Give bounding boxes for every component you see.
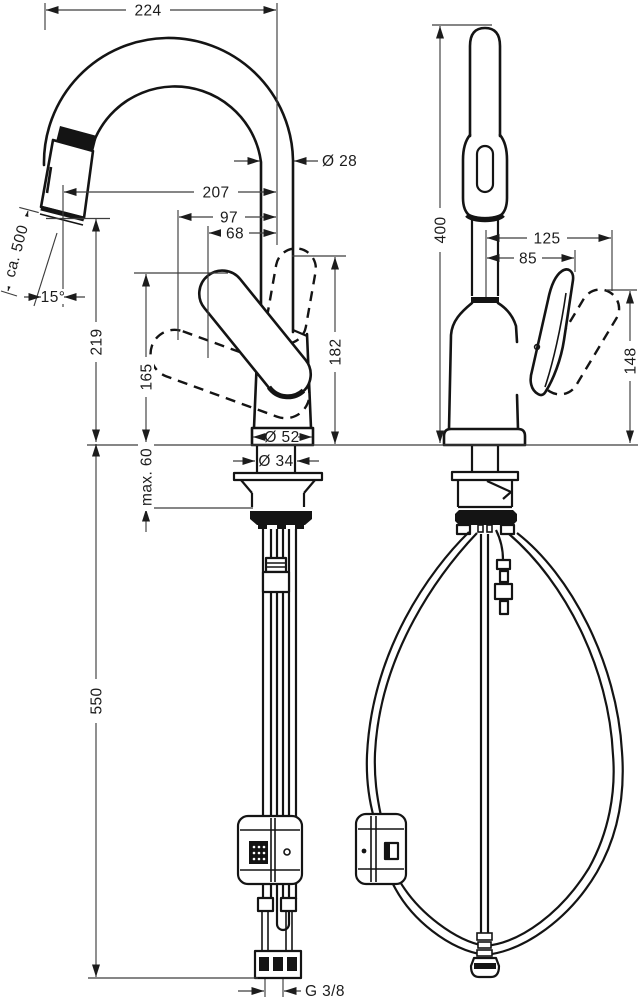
weight-pin-hole — [283, 848, 291, 856]
dim-spout-pipe-diameter: Ø 28 — [234, 153, 357, 170]
dim-supply-thread: G 3/8 — [238, 979, 345, 1000]
lever-edge-line — [544, 292, 567, 388]
dim-handle-reach-closed: 85 — [487, 250, 576, 272]
dim-label: Ø 52 — [264, 429, 299, 446]
dim-overall-width: 224 — [44, 2, 278, 245]
hose-weight-side — [354, 812, 408, 886]
dim-label: 207 — [202, 185, 229, 202]
dim-label: 400 — [432, 216, 449, 243]
body-shoulder — [292, 328, 308, 338]
spray-head-side-left — [461, 133, 472, 218]
side-view — [354, 26, 624, 979]
dim-label: 85 — [519, 251, 537, 268]
lever-pivot-dot — [533, 343, 541, 351]
dim-label: 550 — [88, 687, 105, 714]
dim-label: 182 — [327, 338, 344, 365]
hose-end-connector-side — [469, 932, 501, 979]
spray-mode-slot — [475, 144, 495, 194]
spray-handle-top — [468, 26, 502, 138]
mounting-clip — [486, 480, 513, 500]
dim-handle-height-above-deck: 148 — [606, 289, 639, 443]
hose-coupling-collar — [264, 556, 288, 574]
spray-head-bottom-band — [465, 213, 505, 223]
dim-overall-height: 400 — [432, 24, 492, 443]
spray-outlet-lip — [39, 213, 84, 226]
base-plinth-side — [442, 427, 527, 447]
dim-label: 97 — [220, 210, 238, 227]
dim-label: max. 60 — [138, 448, 155, 506]
hose-loop-inner-left — [373, 532, 478, 817]
dim-spout-reach: 207 — [62, 184, 276, 307]
dim-label: ca. 500 — [2, 223, 32, 279]
dim-handle-top-height: 182 — [292, 255, 346, 444]
hose-weight-front — [236, 814, 304, 886]
handle-lever-side — [529, 268, 575, 397]
dim-label: 165 — [138, 363, 155, 390]
hose-loop-outer-right — [391, 532, 624, 957]
body-side-left — [447, 301, 474, 431]
body-side-right-upper — [496, 301, 519, 344]
spray-head-detail-line — [45, 166, 53, 194]
hose-loop-inner-right — [398, 533, 615, 948]
dim-label: Ø 28 — [322, 153, 357, 170]
handle-end-cap — [266, 385, 306, 400]
dim-outlet-height: 219 — [46, 217, 110, 442]
hose-fitting-left — [256, 896, 275, 913]
dim-pullout-hose-extension: ca. 500 — [0, 206, 39, 297]
dim-label: 224 — [134, 3, 161, 20]
dim-spray-angle: 15° — [24, 232, 85, 307]
hose-loop-outer-left — [365, 531, 470, 819]
dim-label: 148 — [622, 347, 639, 374]
handle-dashed-raised — [264, 247, 318, 345]
dim-label: 15° — [41, 289, 66, 306]
mounting-nut — [250, 511, 312, 525]
connection-pipes — [261, 911, 293, 953]
weight-pin — [361, 848, 367, 854]
spray-head-joint-band — [56, 126, 97, 152]
dim-label: G 3/8 — [305, 983, 345, 1000]
dim-body-height: 165 — [134, 272, 228, 442]
nipple-hose — [495, 529, 505, 561]
neck-joint-ring — [471, 297, 499, 303]
dim-max-deck-thickness: max. 60 — [138, 443, 155, 532]
hose-fitting-right — [279, 896, 298, 913]
dim-handle-offset-inner: 68 — [207, 225, 276, 358]
mounting-flange-side — [450, 470, 520, 482]
hose-coupling-body — [261, 570, 291, 594]
dim-handle-offset-outer: 97 — [177, 209, 276, 340]
mounting-flange-plate — [232, 471, 324, 482]
body-side-right-lower — [515, 393, 520, 431]
spray-head-side-right — [498, 133, 509, 218]
dimensions-side: 400 125 85 148 — [432, 24, 639, 443]
dim-base-diameter: Ø 52 — [253, 429, 312, 446]
dim-label: 68 — [226, 226, 244, 243]
dim-label: 125 — [533, 231, 560, 248]
mounting-nut-side — [455, 510, 517, 525]
dim-label: 219 — [88, 328, 105, 355]
dim-hose-length-below-deck: 550 — [88, 444, 105, 977]
dim-tap-hole-diameter: Ø 34 — [233, 453, 319, 470]
dim-handle-reach-open: 125 — [485, 230, 613, 297]
pullout-hose-end — [275, 905, 291, 932]
spout-inner-arc — [86, 85, 263, 336]
dim-label: Ø 34 — [258, 453, 293, 470]
spout-outer-arc — [42, 36, 295, 334]
